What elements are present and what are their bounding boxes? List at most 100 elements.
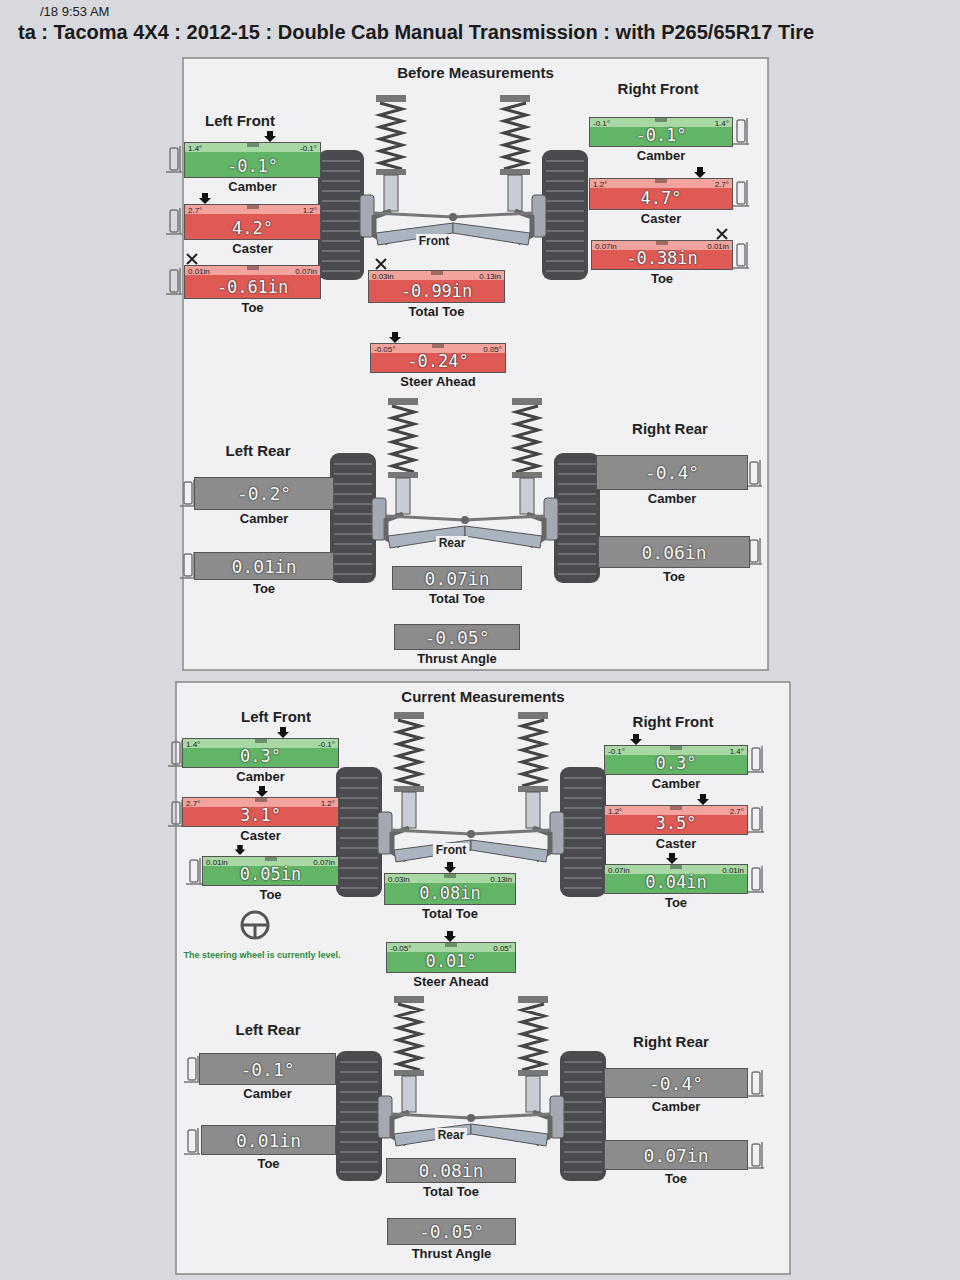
wheel-position-label: Left Rear (235, 1021, 300, 1039)
alignment-gauge: 0.07in0.01in-0.38inToe (591, 240, 733, 270)
gauge-name: Toe (259, 887, 281, 902)
panel-heading: Current Measurements (176, 688, 790, 706)
gauge-name: Steer Ahead (413, 974, 488, 989)
alignment-gauge: -0.1°Camber (199, 1053, 336, 1085)
alignment-gauge: -0.4°Camber (604, 1068, 748, 1098)
range-max: 0.05° (483, 345, 502, 354)
range-min: -0.05° (374, 345, 395, 354)
gauge-value: 0.3° (183, 747, 338, 766)
wheel-position-label: Left Rear (225, 442, 290, 460)
alignment-gauge: -0.4°Camber (596, 455, 748, 490)
alignment-gauge: -0.05°Thrust Angle (394, 624, 520, 650)
axle-label: Rear (435, 1128, 468, 1142)
gauge-notch (247, 266, 259, 270)
range-max: 2.7° (730, 807, 744, 816)
gauge-name: Thrust Angle (412, 1246, 492, 1261)
range-min: 0.03in (372, 272, 394, 281)
range-min: 2.7° (186, 799, 200, 808)
alignment-gauge: 2.7°1.2°3.1°Caster (182, 797, 339, 827)
axle-label: Front (433, 843, 470, 857)
gauge-name: Caster (240, 828, 280, 843)
gauge-notch (670, 865, 682, 869)
gauge-value: -0.1° (590, 126, 732, 145)
alignment-gauge: 0.03in0.13in-0.99inTotal Toe (368, 270, 505, 303)
gauge-name: Toe (665, 895, 687, 910)
range-min: 2.7° (188, 206, 202, 215)
range-max: 2.7° (715, 180, 729, 189)
gauge-name: Camber (243, 1086, 291, 1101)
alignment-gauge: -0.05°0.05°-0.24°Steer Ahead (370, 343, 506, 373)
gauge-value: 0.01° (387, 952, 515, 971)
print-date: /18 9:53 AM (40, 4, 109, 19)
alignment-gauge: 0.01inToe (201, 1125, 336, 1155)
wheel-position-label: Right Front (618, 80, 699, 98)
alignment-gauge: 0.07inToe (604, 1140, 748, 1170)
range-max: -0.1° (318, 740, 335, 749)
gauge-notch (670, 746, 682, 750)
gauge-notch (655, 118, 667, 122)
gauge-value: -0.05° (388, 1222, 515, 1241)
gauge-value: -0.05° (395, 628, 519, 647)
range-max: 0.07in (313, 858, 335, 867)
gauge-notch (255, 739, 267, 743)
range-min: 0.01in (206, 858, 228, 867)
alignment-gauge: 0.08inTotal Toe (386, 1158, 516, 1183)
wheel-position-label: Left Front (241, 708, 311, 726)
gauge-name: Toe (241, 300, 263, 315)
gauge-name: Thrust Angle (417, 651, 497, 666)
range-max: 1.4° (715, 119, 729, 128)
range-max: -0.1° (300, 144, 317, 153)
gauge-value: -0.1° (200, 1060, 335, 1079)
range-min: 0.07in (608, 866, 630, 875)
range-max: 1.2° (303, 206, 317, 215)
gauge-value: 0.05in (203, 865, 338, 884)
gauge-name: Toe (665, 1171, 687, 1186)
gauge-value: 4.7° (590, 189, 732, 208)
range-max: 1.2° (321, 799, 335, 808)
range-max: 0.13in (479, 272, 501, 281)
gauge-name: Total Toe (423, 1184, 479, 1199)
range-max: 0.01in (707, 242, 729, 251)
page-title: ta : Tacoma 4X4 : 2012-15 : Double Cab M… (18, 20, 814, 44)
gauge-notch (656, 241, 668, 245)
range-min: 0.03in (388, 875, 410, 884)
alignment-gauge: -0.05°0.05°0.01°Steer Ahead (386, 942, 516, 973)
range-min: 1.2° (608, 807, 622, 816)
alignment-gauge: 1.4°-0.1°0.3°Camber (182, 738, 339, 768)
gauge-name: Caster (232, 241, 272, 256)
range-max: 0.01in (722, 866, 744, 875)
gauge-name: Toe (253, 581, 275, 596)
measurement-panel: Before Measurements1.4°-0.1°-0.1°Camber2… (183, 58, 768, 670)
gauge-name: Toe (663, 569, 685, 584)
gauge-value: -0.38in (592, 249, 732, 268)
gauge-value: 0.04in (605, 873, 747, 892)
measurement-panel: Current Measurements1.4°-0.1°0.3°Camber2… (176, 682, 790, 1274)
alignment-gauge: 0.07inTotal Toe (392, 566, 522, 590)
gauge-notch (431, 271, 443, 275)
gauge-name: Camber (637, 148, 685, 163)
range-max: 0.13in (490, 875, 512, 884)
gauge-notch (432, 344, 444, 348)
range-max: 1.4° (730, 747, 744, 756)
gauge-notch (255, 798, 267, 802)
gauge-name: Camber (652, 776, 700, 791)
gauge-name: Caster (641, 211, 681, 226)
alignment-gauge: -0.2°Camber (194, 477, 334, 510)
gauge-name: Toe (257, 1156, 279, 1171)
alignment-gauge: 2.7°1.2°4.2°Caster (184, 204, 321, 240)
gauge-notch (655, 179, 667, 183)
gauge-value: 0.08in (387, 1161, 515, 1180)
gauge-value: 0.01in (202, 1131, 335, 1150)
gauge-notch (265, 857, 277, 861)
range-min: 0.07in (595, 242, 617, 251)
gauge-notch (445, 943, 457, 947)
range-min: 1.4° (186, 740, 200, 749)
range-min: 0.01in (188, 267, 210, 276)
alignment-gauge: 1.2°2.7°3.5°Caster (604, 805, 748, 835)
gauge-value: 3.5° (605, 814, 747, 833)
alignment-gauge: 0.06inToe (598, 536, 750, 568)
alignment-gauge: 0.01in0.07in-0.61inToe (184, 265, 321, 299)
gauge-value: 4.2° (185, 219, 320, 238)
gauge-notch (670, 806, 682, 810)
alignment-gauge: 0.01in0.07in0.05inToe (202, 856, 339, 886)
